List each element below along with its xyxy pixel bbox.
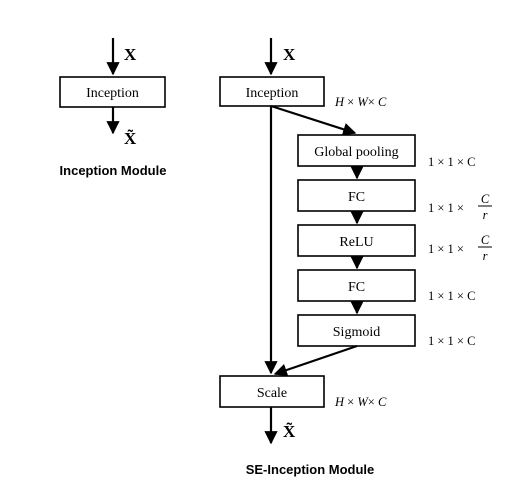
left-input-label: X [124, 45, 137, 64]
relu-label: ReLU [339, 235, 373, 250]
fc1-dim-prefix: 1 × 1 × [428, 201, 464, 215]
fc2-label: FC [348, 280, 365, 295]
sigmoid-dim: 1 × 1 × C [428, 334, 475, 348]
inception-module: X Inception X̃ Inception Module [59, 38, 167, 178]
scale-dim: H × W× C [334, 395, 387, 409]
global-pooling-box [297, 134, 416, 167]
right-inception-box [219, 76, 325, 107]
global-pooling-dim: 1 × 1 × C [428, 155, 475, 169]
scale-label: Scale [257, 386, 287, 401]
sigmoid-label: Sigmoid [333, 325, 380, 340]
right-inception-label: Inception [246, 86, 299, 101]
fc1-dim-num: C [481, 192, 490, 206]
relu-box [297, 224, 416, 257]
right-caption: SE-Inception Module [246, 462, 375, 477]
right-output-label: X̃ [283, 421, 296, 441]
fc1-label: FC [348, 190, 365, 205]
fc1-box [297, 179, 416, 212]
relu-dim-prefix: 1 × 1 × [428, 242, 464, 256]
left-inception-label: Inception [86, 86, 139, 101]
se-inception-module: X Inception H × W× C Global pooling 1 × … [219, 38, 492, 477]
left-caption: Inception Module [60, 163, 167, 178]
inception-dim: H × W× C [334, 95, 387, 109]
fc2-dim: 1 × 1 × C [428, 289, 475, 303]
sigmoid-box [297, 314, 416, 347]
fc1-dim-den: r [483, 208, 488, 222]
arrow-sigmoid-scale [273, 344, 358, 377]
global-pooling-label: Global pooling [314, 145, 398, 160]
left-output-label: X̃ [124, 128, 137, 148]
fc1-dim: 1 × 1 × C r [428, 192, 492, 222]
branch-arrow [270, 104, 357, 136]
relu-dim: 1 × 1 × C r [428, 233, 492, 263]
relu-dim-num: C [481, 233, 490, 247]
right-input-label: X [283, 45, 296, 64]
relu-dim-den: r [483, 249, 488, 263]
